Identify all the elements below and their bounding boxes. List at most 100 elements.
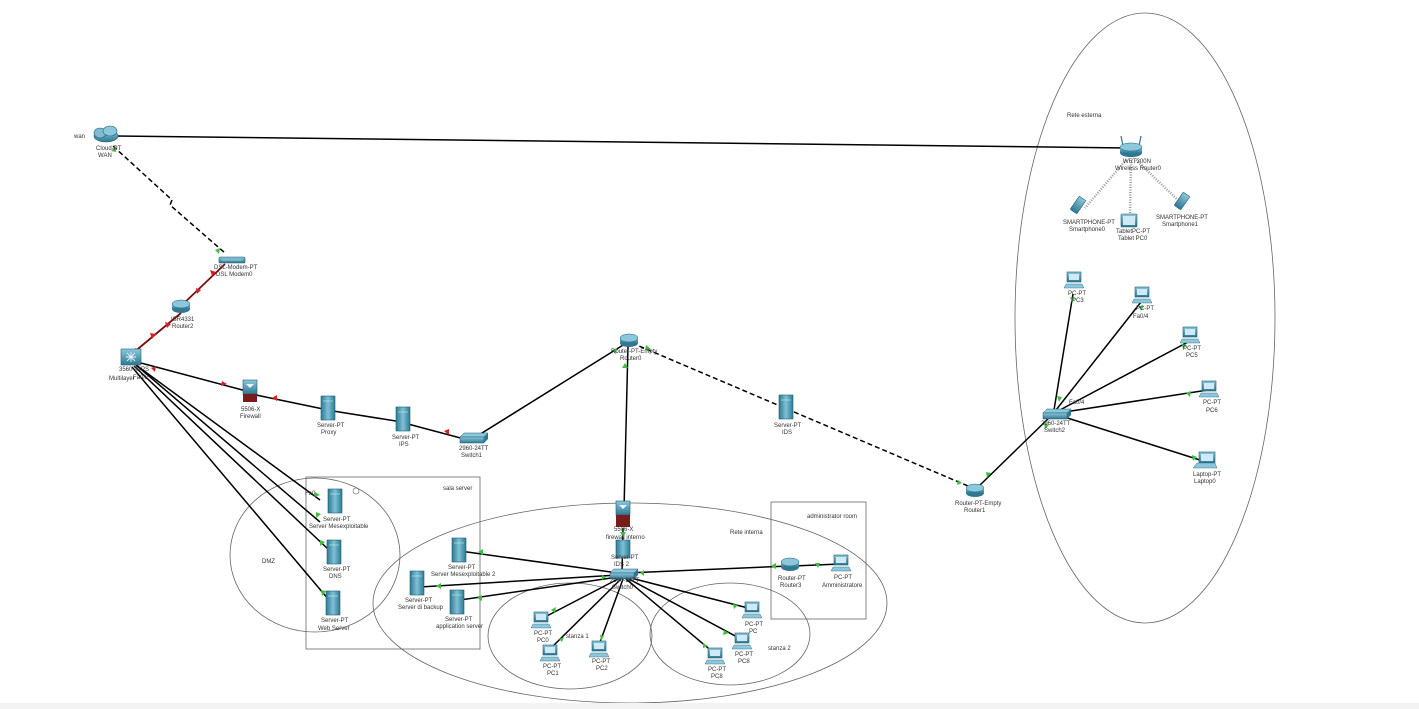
device-pc1[interactable]: PC-PT PC1 <box>539 644 561 677</box>
link-switch2-pc6[interactable] <box>1057 389 1209 414</box>
zones: wan Rete esterna sala server DMZ Rete in… <box>73 12 1276 704</box>
device-tablet[interactable]: TabletPC-PT Tablet PC0 <box>1116 213 1150 242</box>
link-switch0-pcs2c[interactable] <box>625 578 715 654</box>
link-switch2-pc5[interactable] <box>1057 341 1189 412</box>
device-model: Server-PT <box>321 618 349 624</box>
link-switch0-backup[interactable] <box>419 574 619 588</box>
pc-icon <box>1131 286 1153 304</box>
device-pc-stanza2[interactable]: PC-PT PC <box>741 601 763 635</box>
device-pc4[interactable]: PC-PT Fa0/4 <box>1131 286 1154 320</box>
device-switch1[interactable]: 2960-24TT Switch1 <box>459 432 489 459</box>
device-model: SMARTPHONE-PT <box>1156 215 1208 221</box>
device-name: Router2 <box>172 324 194 330</box>
link-ips-switch1[interactable] <box>407 423 469 441</box>
device-name: Server Mesexploitable 2 <box>431 572 496 578</box>
link-switch0-srvmeso2[interactable] <box>459 550 619 574</box>
device-laptop0[interactable]: Laptop-PT Laptop0 <box>1192 451 1221 485</box>
link-switch1-router0[interactable] <box>473 341 629 439</box>
modem-icon <box>218 256 246 264</box>
device-pc5[interactable]: PC-PT PC5 <box>1179 326 1201 359</box>
device-pc0[interactable]: PC-PT PC0 <box>530 611 552 644</box>
device-dsl-modem[interactable]: DSL-Modem-PT DSL Modem0 <box>214 256 258 278</box>
link-switch2-pc4[interactable] <box>1055 301 1142 411</box>
link-router1-switch2[interactable] <box>977 412 1055 488</box>
pc-icon <box>741 601 763 619</box>
link-switch0-pc8[interactable] <box>626 577 740 639</box>
device-name: Smartphone0 <box>1069 227 1106 233</box>
link-switch0-appserver[interactable] <box>459 576 619 601</box>
device-web-server[interactable]: Server-PT Web Server <box>318 590 350 632</box>
link-router2-multilayer[interactable] <box>132 312 182 354</box>
device-router1[interactable]: Router-PT-Empty Router1 <box>955 483 1001 514</box>
device-ids[interactable]: Server-PT IDS <box>774 394 802 436</box>
device-name: PC <box>749 629 758 635</box>
link-switch2-pc3[interactable] <box>1053 293 1074 411</box>
link-switch0-pcs2a[interactable] <box>626 576 749 609</box>
server-icon <box>449 589 465 615</box>
link-multilayer-dns[interactable] <box>133 365 330 551</box>
device-pc6[interactable]: PC-PT PC6 <box>1198 380 1221 414</box>
device-router0[interactable]: Router-PT-Empty Router0 <box>611 333 657 362</box>
device-wireless-router[interactable]: WRT300N Wireless Router0 <box>1115 135 1162 172</box>
device-model: PC-PT <box>735 652 753 658</box>
device-model: Server-PT <box>774 423 802 429</box>
smartphone-icon <box>1070 196 1086 214</box>
device-server-mesexploitable-2[interactable]: Server-PT Server Mesexploitable 2 <box>431 537 496 578</box>
port-down <box>196 288 201 294</box>
link-switch0-pc1[interactable] <box>549 578 622 650</box>
device-admin-pc[interactable]: PC-PT Amministratore <box>822 554 863 589</box>
router-icon <box>171 299 191 313</box>
device-router3[interactable]: Router-PT Router3 <box>778 557 806 589</box>
device-server-backup[interactable]: Server-PT Server di backup <box>398 570 444 611</box>
device-switch0[interactable]: 2960-24TT Switch0 <box>609 568 640 591</box>
device-name: PC8 <box>738 659 750 665</box>
port-up <box>622 363 628 368</box>
device-name: Fa0/4 <box>1133 314 1149 320</box>
device-pc-stanza2-lower[interactable]: PC-PT PC8 <box>704 647 726 680</box>
link-cloud-dsl[interactable] <box>112 145 226 254</box>
device-name: PC2 <box>596 666 608 672</box>
device-multilayer[interactable]: 3560-24PS Fa0/2 Multilayer <box>109 348 149 382</box>
device-firewall[interactable]: 5506-X Firewall <box>240 379 261 420</box>
link-router0-router1[interactable] <box>631 342 976 490</box>
zone-label-rete-esterna: Rete esterna <box>1067 113 1102 119</box>
link-dsl-router2[interactable] <box>180 263 226 307</box>
zone-dmz <box>229 477 401 633</box>
device-server-mesexploitable[interactable]: Fa0 Server-PT Server Mesexploitable <box>305 488 369 530</box>
port-down <box>221 381 227 386</box>
link-multilayer-firewall[interactable] <box>140 362 251 393</box>
device-dns[interactable]: Server-PT DNS <box>323 539 351 580</box>
device-pc3[interactable]: PC-PT PC3 <box>1063 271 1086 304</box>
link-switch0-pc2[interactable] <box>598 578 624 646</box>
device-smartphone0[interactable]: SMARTPHONE-PT Smartphone0 <box>1063 196 1115 233</box>
device-router2[interactable]: ISR4331 Router2 <box>171 299 195 330</box>
device-smartphone1[interactable]: SMARTPHONE-PT Smartphone1 <box>1156 192 1208 228</box>
link-switch0-router3[interactable] <box>625 565 790 574</box>
multilayer-switch-icon <box>120 348 142 366</box>
port-up <box>215 248 220 254</box>
device-cloud[interactable]: Cloud-PT WAN <box>93 125 122 159</box>
device-ids2[interactable]: Server-PT IDS 2 <box>611 539 639 568</box>
port-up <box>1186 391 1191 397</box>
device-switch2[interactable]: Fa0/4 2960-24TT Switch2 <box>1041 400 1085 434</box>
link-multilayer-srvmeso1b[interactable] <box>135 364 321 523</box>
device-firewall-interno[interactable]: 5506-X firewall interno <box>606 500 645 541</box>
link-cloud-wireless[interactable] <box>114 135 1129 149</box>
link-switch2-laptop0[interactable] <box>1057 414 1204 462</box>
device-model: Server-PT <box>317 423 345 429</box>
device-application-server[interactable]: Server-PT application server <box>436 589 483 630</box>
switch-icon <box>459 432 489 444</box>
pc-icon <box>530 611 552 629</box>
link-firewall-proxy[interactable] <box>255 394 329 411</box>
device-proxy[interactable]: Server-PT Proxy <box>317 395 345 436</box>
port-down <box>444 429 449 435</box>
link-proxy-ips[interactable] <box>332 410 403 423</box>
link-router0-firewallint[interactable] <box>623 344 629 511</box>
link-multilayer-srvmeso1[interactable] <box>135 364 321 501</box>
device-model: WRT300N <box>1123 159 1151 165</box>
device-pc8[interactable]: PC-PT PC8 <box>731 632 753 665</box>
wifi-tablet <box>1128 161 1133 215</box>
link-multilayer-web[interactable] <box>131 366 330 601</box>
device-ips[interactable]: Server-PT IPS <box>392 406 420 448</box>
device-pc2[interactable]: PC-PT PC2 <box>588 640 610 672</box>
